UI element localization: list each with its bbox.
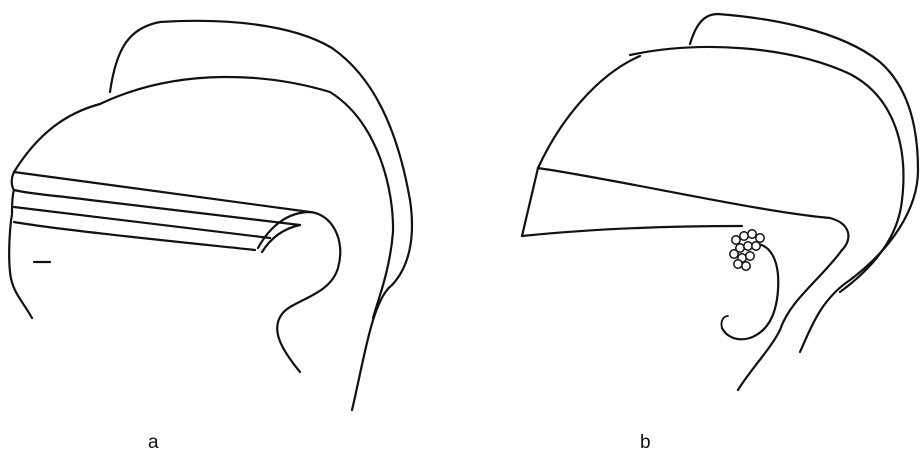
- panel-a-label: a: [148, 433, 159, 452]
- panel-a-band-mid-upper: [14, 190, 300, 225]
- panel-b-lower-line: [738, 250, 842, 390]
- panel-b-hood-inner: [630, 47, 903, 292]
- panel-a-drawing: [9, 21, 412, 410]
- panel-b-label: b: [640, 433, 651, 452]
- panel-a-knob: [258, 212, 340, 372]
- panel-b-drawing: [522, 14, 918, 390]
- panel-b-funnel-left: [522, 168, 538, 236]
- panel-b-funnel-bottom: [522, 226, 742, 236]
- panel-b-bead-cluster: [730, 230, 764, 270]
- panel-b-hood-outer: [690, 14, 918, 352]
- panel-a-band-mid-lower: [14, 207, 270, 238]
- panel-b-funnel-top: [538, 168, 848, 250]
- panel-a-band-top: [14, 172, 310, 212]
- panel-b-tail-tip: [721, 316, 728, 328]
- panel-a-dome: [14, 104, 100, 172]
- panel-b-dome: [538, 56, 640, 168]
- panel-a-hood-inner: [100, 77, 393, 318]
- panel-a-left-side: [9, 172, 32, 318]
- panel-a-band-bottom: [14, 222, 255, 250]
